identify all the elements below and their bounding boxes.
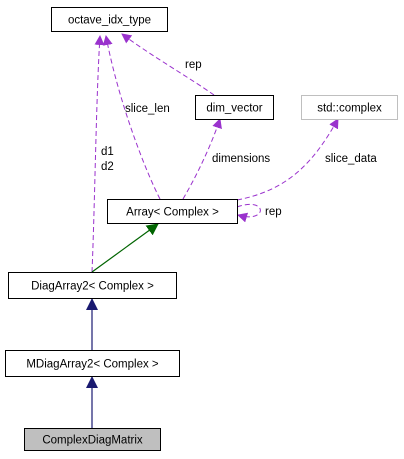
- node-dim-vector[interactable]: dim_vector: [195, 95, 274, 120]
- node-array-complex[interactable]: Array< Complex >: [107, 199, 238, 224]
- node-complex-diag-matrix[interactable]: ComplexDiagMatrix: [24, 428, 161, 451]
- node-box-selected: [24, 428, 161, 451]
- node-octave-idx-type[interactable]: octave_idx_type: [51, 7, 168, 32]
- node-box: [195, 95, 274, 120]
- edge-labels: rep slice_len d1 d2 dimensions slice_dat…: [101, 59, 377, 218]
- node-box: [301, 95, 398, 120]
- edges: [86, 33, 339, 428]
- edge-label-rep-dim-vector: rep: [185, 59, 202, 71]
- edge-label-rep-self: rep: [265, 206, 282, 218]
- edge-label-slice-len: slice_len: [125, 103, 170, 115]
- edge-array-to-dim-vector: [182, 118, 222, 200]
- node-label: std::complex: [317, 103, 382, 115]
- node-label: octave_idx_type: [68, 15, 151, 27]
- edge-array-to-octave-idx-type-slice-len: [102, 35, 161, 200]
- node-box: [8, 272, 177, 299]
- edge-label-d2: d2: [101, 161, 114, 173]
- edge-array-to-std-complex: [236, 118, 339, 201]
- node-box: [51, 7, 168, 32]
- node-box: [5, 350, 180, 377]
- node-diagarray2-complex[interactable]: DiagArray2< Complex >: [8, 272, 177, 299]
- node-label: ComplexDiagMatrix: [42, 435, 143, 447]
- node-mdiagarray2-complex[interactable]: MDiagArray2< Complex >: [5, 350, 180, 377]
- node-std-complex[interactable]: std::complex: [301, 95, 398, 120]
- edge-label-slice-data: slice_data: [325, 153, 377, 165]
- edge-label-d1: d1: [101, 146, 114, 158]
- node-label: MDiagArray2< Complex >: [26, 359, 159, 371]
- edge-label-dimensions: dimensions: [212, 153, 270, 165]
- edge-dim-vector-to-octave-idx-type: [121, 33, 215, 96]
- edge-array-self-loop: [236, 203, 261, 223]
- node-label: Array< Complex >: [126, 207, 219, 219]
- edge-diagarray2-to-octave-idx-type: [91, 35, 105, 273]
- edge-diagarray2-inherits-array: [91, 223, 159, 273]
- node-label: dim_vector: [206, 103, 262, 115]
- node-box: [107, 199, 238, 224]
- node-label: DiagArray2< Complex >: [31, 281, 154, 293]
